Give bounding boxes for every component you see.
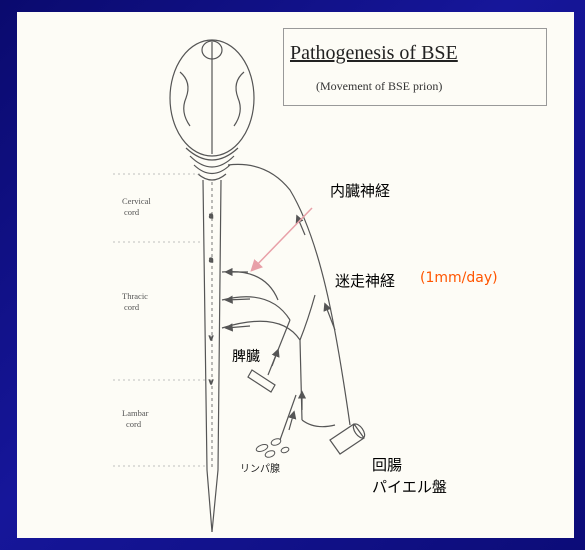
- brain: [170, 40, 254, 180]
- title-box: [283, 28, 547, 106]
- page-title: Pathogenesis of BSE: [290, 42, 458, 65]
- svg-text:a: a: [209, 212, 213, 220]
- visceral-nerve-arrow: [252, 208, 312, 270]
- vagus-nerve-line: [228, 164, 350, 425]
- svg-text:a: a: [209, 256, 213, 264]
- label-rate: (1mm/day): [420, 270, 498, 286]
- svg-text:v: v: [209, 378, 213, 386]
- page-subtitle: (Movement of BSE prion): [316, 79, 442, 94]
- label-lymph-node: リンパ腺: [240, 460, 280, 475]
- label-vagus-nerve: 迷走神経: [335, 270, 395, 291]
- segment-label-lumbar: Lambar cord: [122, 408, 148, 430]
- label-visceral-nerve: 内臓神経: [330, 180, 390, 201]
- spleen-shape: [248, 370, 275, 392]
- label-ileum: 回腸: [372, 454, 402, 475]
- spinal-cord: a a v v: [203, 180, 221, 532]
- ileum-shape: [330, 422, 367, 454]
- svg-text:v: v: [209, 334, 213, 342]
- label-spleen: 脾臓: [232, 346, 260, 366]
- segment-label-thoracic: Thracic cord: [122, 291, 148, 313]
- segment-label-cervical: Cervical cord: [122, 196, 151, 218]
- label-peyers-patch: パイエル盤: [372, 476, 447, 497]
- lymph-node-shapes: [255, 437, 289, 458]
